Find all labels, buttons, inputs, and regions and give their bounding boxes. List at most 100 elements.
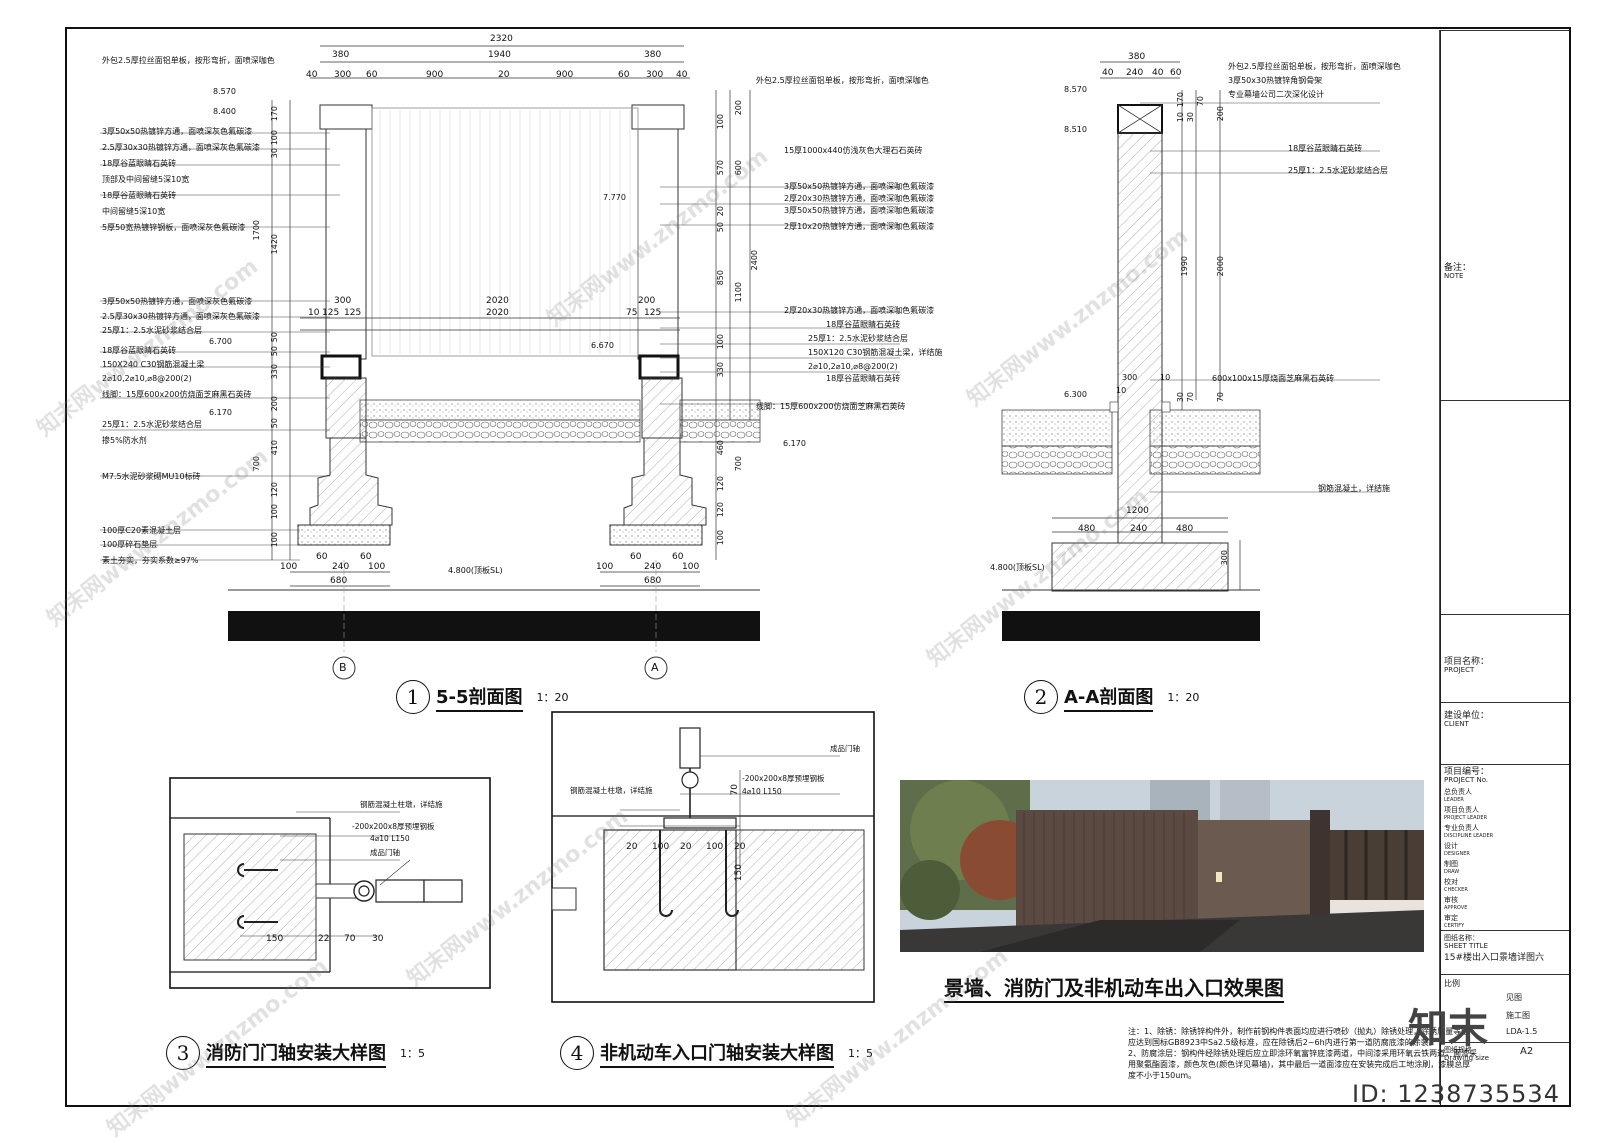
tb-project-no: 项目编号： PROJECT No.	[1441, 766, 1569, 786]
note-label: 25厚1：2.5水泥砂浆结合层	[102, 326, 202, 335]
note-label: 2厚20x30热镀锌方通，面喷深咖色氟碳漆	[784, 306, 935, 315]
dim-label: 60	[360, 552, 372, 562]
note-label: 5厚50宽热镀锌钢板，面喷深灰色氟碳漆	[102, 223, 246, 232]
detail-4-dims: 20 100 20 100 20 70 150	[626, 784, 756, 902]
section-scale: 1：20	[536, 691, 569, 704]
dim-label: 60	[618, 70, 630, 80]
dim-label: 20	[734, 842, 746, 852]
note-label: 100厚C20素混凝土层	[102, 526, 182, 535]
detail-3-dims: 150 22 70 30	[260, 934, 400, 950]
note-label: 外包2.5厚拉丝面铝单板，按形弯折，面喷深咖色	[756, 76, 929, 85]
section-number-circle: 3	[166, 1036, 200, 1070]
general-note-line: 注：1、除锈：除锈锌构件外，制作前钢构件表面均应进行喷砂（抛丸）除锈处理，除锈质…	[1128, 1027, 1470, 1036]
note-label: 线脚：15厚600x200仿烧面芝麻黑石英砖	[102, 390, 252, 399]
dim-label: 2020	[486, 296, 509, 306]
tb-role-en: CHECKER	[1444, 887, 1468, 893]
dim-label: 680	[644, 576, 662, 586]
dim-label: 200	[638, 296, 656, 306]
section-scale: 1：5	[848, 1047, 873, 1060]
title-block: 备注： NOTE 项目名称： PROJECT 建设单位： CLIENT 项目编号…	[1440, 30, 1569, 1105]
dim-label: 60	[1170, 68, 1182, 78]
dim-label: 200	[1216, 106, 1225, 122]
section-number-circle: 1	[396, 680, 430, 714]
detail-4-drawing	[551, 711, 875, 1003]
note-label: 3厚50x50热镀锌方通，面喷深灰色氟碳漆	[102, 127, 253, 136]
note-label: 顶部及中间留缝5深10宽	[102, 175, 190, 184]
section-a-a-drawing	[1001, 61, 1380, 641]
rendering-title: 景墙、消防门及非机动车出入口效果图	[944, 972, 1284, 1003]
dim-label: 150	[266, 934, 284, 944]
general-note-line: 2、防腐涂层：钢构件经除锈处理后应立即涂环氧富锌底漆两道，中间漆采用环氧云铁两道…	[1128, 1049, 1478, 1058]
note-label: 3厚50x50热镀锌方通，面喷深咖色氟碳漆	[784, 206, 935, 215]
note-label: 18厚谷蓝眼睛石英砖	[826, 374, 901, 383]
dim-label: 70	[1186, 392, 1195, 403]
tb-label: 项目编号：	[1444, 767, 1490, 777]
dim-label: 30	[1186, 112, 1195, 123]
dim-label: 70	[1196, 96, 1205, 107]
tb-label-en: CLIENT	[1444, 720, 1469, 728]
tb-scale-label: 比例	[1444, 979, 1460, 988]
note-label: 线脚：15厚600x200仿烧面芝麻黑石英砖	[756, 402, 906, 411]
section-title: 5-5剖面图	[436, 683, 523, 712]
note-label: 外包2.5厚拉丝面铝单板，按形弯折，面喷深咖色	[102, 56, 275, 65]
note-label: -200x200x8厚预埋钢板	[352, 822, 435, 831]
level-mark: 8.510	[1064, 125, 1087, 134]
dim-label: 60	[316, 552, 328, 562]
general-note-line: 度不小于150um。	[1128, 1071, 1197, 1080]
section-5-5-right-notes: 外包2.5厚拉丝面铝单板，按形弯折，面喷深咖色 15厚1000x440仿浅灰色大…	[756, 76, 956, 416]
note-label: 2⌀10,2⌀10,⌀8@200(2)	[102, 374, 192, 383]
dim-label: 120	[716, 476, 725, 492]
dim-label: 10	[308, 308, 320, 318]
note-label: 钢筋混凝土柱墩，详结施	[360, 800, 443, 809]
tb-label: 项目名称：	[1444, 657, 1490, 667]
level-mark: 6.170	[209, 408, 232, 417]
tb-sheet-title-label: 图纸名称： SHEET TITLE	[1441, 932, 1569, 952]
dim-label: 900	[426, 70, 444, 80]
tb-role-en: CERTIFY	[1444, 923, 1465, 929]
dim-label: 600	[734, 160, 743, 176]
gate-rendering-image	[900, 780, 1424, 952]
dim-label: 30	[372, 934, 384, 944]
note-label: 2.5厚30x30热镀锌方通，面喷深灰色氟碳漆	[102, 143, 260, 152]
dim-label: 125	[322, 308, 340, 318]
tb-label-en: SHEET TITLE	[1444, 942, 1488, 950]
tb-project: 项目名称： PROJECT	[1441, 656, 1569, 676]
dim-label: 240	[1130, 524, 1148, 534]
dim-label: 20	[716, 206, 725, 217]
note-label: 3厚50x50热镀锌方通，面喷深灰色氟碳漆	[102, 297, 253, 306]
note-label: 3厚50x50热镀锌方通，面喷深咖色氟碳漆	[784, 182, 935, 191]
dim-label: 2000	[1216, 256, 1225, 277]
section-5-5-left-notes: 外包2.5厚拉丝面铝单板，按形弯折，面喷深咖色 3厚50x50热镀锌方通，面喷深…	[102, 56, 302, 576]
dim-label: 100	[280, 562, 298, 572]
tb-label-en: PROJECT	[1444, 666, 1475, 674]
dim-label: 70	[730, 784, 740, 796]
section-a-a-notes: 外包2.5厚拉丝面铝单板，按形弯折，面喷深咖色 3厚50x30热镀锌角钢骨架 专…	[1212, 62, 1428, 502]
general-notes: 注：1、除锈：除锈锌构件外，制作前钢构件表面均应进行喷砂（抛丸）除锈处理，除锈质…	[1128, 1026, 1478, 1081]
tb-label: 图纸规格	[1444, 1046, 1472, 1054]
dim-label: 120	[716, 502, 725, 518]
note-label: 2⌀10,2⌀10,⌀8@200(2)	[808, 362, 898, 371]
tb-role-cn: 制图	[1444, 860, 1458, 868]
caption-detail-3: 3 消防门门轴安装大样图 1：5	[166, 1036, 425, 1070]
dim-label: 1200	[1126, 506, 1149, 516]
note-label: 150X240 C30钢筋混凝土梁	[102, 360, 205, 369]
dim-label: 70	[344, 934, 356, 944]
note-label: 钢筋混凝土，详结施	[1318, 484, 1390, 493]
section-5-5-right-vertical-dims: 200 100 570 600 2400 20 50 850 1100 100 …	[712, 90, 759, 560]
tb-scale-value: 见图	[1506, 993, 1522, 1002]
image-id-label: ID: 1238735534	[1352, 1080, 1560, 1108]
dim-label: 300	[334, 70, 352, 80]
dim-label: 330	[716, 362, 725, 378]
dim-label: 100	[368, 562, 386, 572]
dim-label: 40	[306, 70, 318, 80]
dim-label: 100	[596, 562, 614, 572]
section-5-5-drawing	[100, 45, 900, 680]
note-label: 钢筋混凝土柱墩，详结施	[570, 786, 653, 795]
note-label: 25厚1：2.5水泥砂浆结合层	[808, 334, 908, 343]
section-scale: 1：20	[1167, 691, 1200, 704]
dim-label: 300	[334, 296, 352, 306]
note-label: -200x200x8厚预埋钢板	[742, 774, 825, 783]
